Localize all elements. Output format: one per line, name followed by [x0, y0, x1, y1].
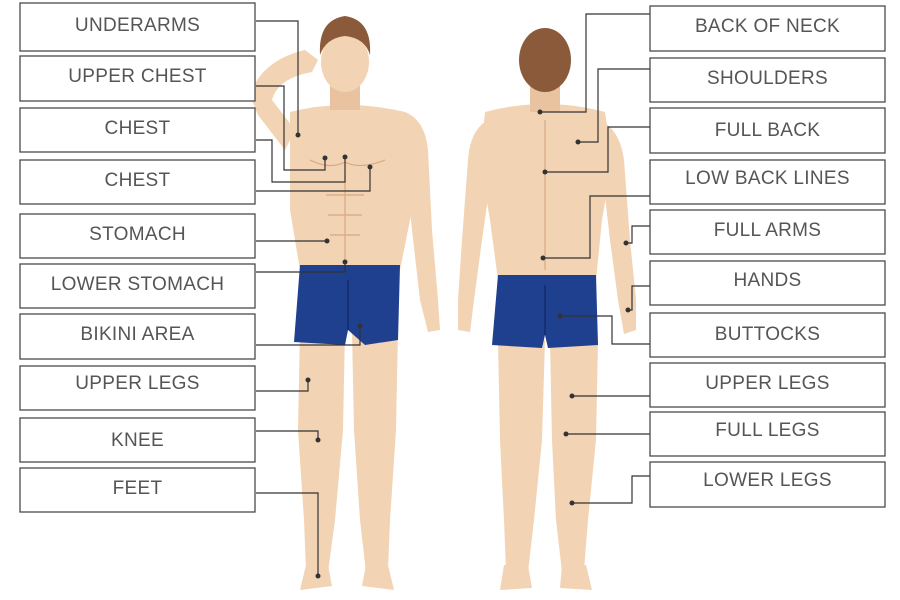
label-box-buttocks — [649, 312, 886, 358]
front-abs-line — [326, 175, 364, 262]
left-leader-lines — [256, 20, 373, 579]
dot-low-back-lines — [540, 255, 546, 261]
left-labels: UNDERARMS UPPER CHEST CHEST CHEST STOMAC… — [19, 2, 256, 513]
dot-lower-stomach — [342, 259, 348, 265]
label-chest-2: CHEST — [105, 170, 171, 191]
label-upper-legs-back: UPPER LEGS — [705, 373, 829, 394]
label-upper-legs-front: UPPER LEGS — [75, 373, 199, 394]
label-lower-stomach: LOWER STOMACH — [51, 274, 225, 295]
label-box-chest-1 — [19, 107, 256, 153]
label-full-back: FULL BACK — [715, 120, 821, 141]
label-low-back-lines: LOW BACK LINES — [685, 168, 850, 189]
label-box-upper-legs-front — [19, 365, 256, 411]
front-left-foot — [362, 565, 394, 590]
label-buttocks: BUTTOCKS — [715, 324, 821, 345]
label-knee: KNEE — [111, 430, 164, 451]
leader-chest-1 — [256, 139, 346, 183]
dot-chest-1 — [342, 154, 348, 160]
label-stomach: STOMACH — [89, 224, 186, 245]
front-figure — [250, 16, 440, 590]
dot-full-legs — [563, 431, 569, 437]
label-shoulders: SHOULDERS — [707, 68, 828, 89]
label-box-feet — [19, 467, 256, 513]
label-box-full-arms — [649, 209, 886, 255]
label-box-full-legs — [649, 411, 886, 457]
dot-chest-2 — [367, 164, 373, 170]
leader-feet — [256, 492, 319, 576]
back-head — [519, 28, 571, 92]
dot-stomach — [324, 238, 330, 244]
label-back-of-neck: BACK OF NECK — [695, 16, 840, 37]
leader-upper-chest — [256, 85, 326, 171]
front-hanging-arm — [405, 112, 440, 332]
dot-feet — [315, 573, 321, 579]
leader-low-back-lines — [543, 195, 650, 259]
back-left-leg — [498, 340, 545, 578]
label-feet: FEET — [113, 478, 163, 499]
dot-bikini-area — [357, 323, 363, 329]
dot-underarms — [295, 132, 301, 138]
leader-lower-legs — [572, 475, 650, 504]
dot-upper-chest — [322, 155, 328, 161]
back-figure — [458, 28, 636, 590]
front-torso — [290, 105, 420, 270]
label-box-upper-legs-back — [649, 362, 886, 408]
label-box-upper-chest — [19, 55, 256, 102]
dot-shoulders — [575, 139, 581, 145]
dot-buttocks — [557, 313, 563, 319]
back-torso — [480, 104, 612, 280]
leader-underarms — [256, 20, 299, 135]
back-right-leg — [550, 340, 598, 578]
leader-upper-legs-front — [256, 380, 309, 392]
leader-full-arms — [626, 225, 650, 244]
dot-back-of-neck — [537, 109, 543, 115]
label-full-legs: FULL LEGS — [715, 420, 819, 441]
front-hair — [319, 16, 371, 55]
dot-full-arms — [623, 240, 629, 246]
label-lower-legs: LOWER LEGS — [703, 470, 832, 491]
right-labels: BACK OF NECK SHOULDERS FULL BACK LOW BAC… — [649, 5, 886, 508]
leader-back-of-neck — [540, 13, 650, 113]
label-hands: HANDS — [733, 270, 801, 291]
back-right-foot — [560, 565, 592, 590]
label-box-underarms — [19, 2, 256, 52]
front-head — [321, 32, 369, 92]
front-right-leg — [298, 330, 345, 578]
dot-hands — [625, 307, 631, 313]
label-upper-chest: UPPER CHEST — [68, 66, 207, 87]
label-box-low-back-lines — [649, 159, 886, 205]
dot-full-back — [542, 169, 548, 175]
label-box-hands — [649, 260, 886, 306]
leader-bikini-area — [256, 326, 361, 346]
right-leader-lines — [537, 13, 650, 506]
back-left-foot — [500, 565, 532, 590]
label-box-back-of-neck — [649, 5, 886, 52]
label-bikini-area: BIKINI AREA — [80, 324, 194, 345]
label-box-lower-stomach — [19, 263, 256, 309]
dot-upper-legs-front — [305, 377, 311, 383]
label-box-knee — [19, 417, 256, 463]
front-left-leg — [352, 330, 398, 578]
label-chest-1: CHEST — [105, 118, 171, 139]
label-box-lower-legs — [649, 461, 886, 508]
label-box-chest-2 — [19, 159, 256, 205]
label-box-bikini-area — [19, 313, 256, 360]
leader-shoulders — [578, 68, 650, 143]
leader-knee — [256, 430, 319, 440]
front-raised-arm — [250, 50, 318, 150]
label-box-stomach — [19, 213, 256, 259]
dot-upper-legs-back — [569, 393, 575, 399]
label-box-full-back — [649, 107, 886, 154]
dot-lower-legs — [569, 500, 575, 506]
label-full-arms: FULL ARMS — [714, 220, 822, 241]
label-box-shoulders — [649, 57, 886, 103]
leader-full-back — [545, 126, 650, 173]
dot-knee — [315, 437, 321, 443]
leader-buttocks — [560, 315, 650, 345]
leader-lower-stomach — [256, 262, 346, 273]
label-underarms: UNDERARMS — [75, 15, 200, 36]
leader-chest-2 — [256, 167, 371, 192]
